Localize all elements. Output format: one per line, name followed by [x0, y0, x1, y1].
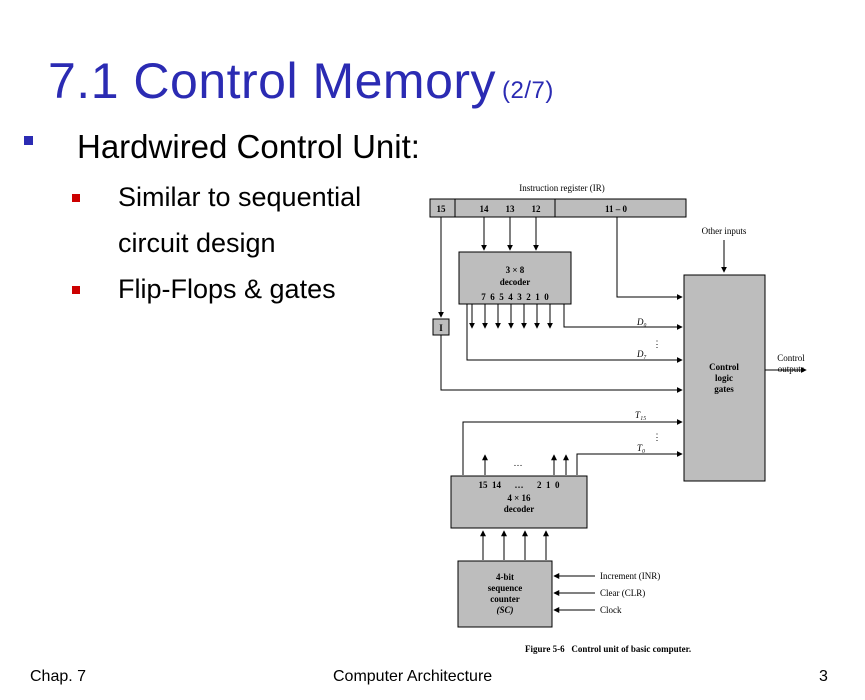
control-outputs-label-1: Control [777, 353, 805, 363]
footer-page-number: 3 [819, 668, 828, 685]
decoder16-ellipsis: … [514, 458, 523, 468]
decoder-3x8 [458, 251, 572, 305]
input-clear: Clear (CLR) [600, 588, 645, 598]
bullet-hardwired: Hardwired Control Unit: [77, 128, 420, 165]
sc-label-2: sequence [488, 583, 523, 593]
sequence-counter [457, 560, 553, 628]
instruction-register [429, 198, 687, 218]
decoder-3x8-outputs: 7 6 5 4 3 2 1 0 [481, 292, 549, 302]
sc-label-3: counter [490, 594, 520, 604]
bullet-marker-l2-1 [72, 194, 80, 202]
slide-title: 7.1 Control Memory(2/7) [48, 52, 554, 110]
footer-chapter: Chap. 7 [30, 668, 87, 685]
decoder-4x16-label-1: 4 × 16 [507, 493, 531, 503]
sc-label-1: 4-bit [496, 572, 514, 582]
bullet-marker-l2-2 [72, 286, 80, 294]
d-ellipsis: ⋮ [653, 339, 662, 349]
ir-field-15: 15 [437, 204, 447, 214]
control-gates-label-3: gates [714, 384, 734, 394]
footer-course: Computer Architecture [333, 668, 493, 685]
ir-field-13: 13 [506, 204, 516, 214]
ir-field-14: 14 [480, 204, 490, 214]
ir-field-11-0: 11 – 0 [605, 204, 628, 214]
sc-label-4: (SC) [496, 605, 513, 615]
decoder-4x16-label-2: decoder [504, 504, 535, 514]
bullet-similar-cont: circuit design [118, 228, 276, 258]
ir-field-12: 12 [532, 204, 542, 214]
t15-label: T₁₅ [635, 410, 646, 420]
other-inputs-label: Other inputs [702, 226, 747, 236]
slide-title-sub: (2/7) [502, 77, 554, 104]
decoder-3x8-label-1: 3 × 8 [506, 265, 525, 275]
slide-title-main: 7.1 Control Memory [48, 53, 497, 109]
bullet-similar: Similar to sequential [118, 182, 362, 212]
figure-caption: Figure 5-6 Control unit of basic compute… [525, 644, 691, 654]
control-outputs-label-2: outputs [778, 364, 805, 374]
input-clock: Clock [600, 605, 622, 615]
bullet-marker-l1 [24, 136, 33, 145]
control-gates-label-1: Control [709, 362, 739, 372]
decoder-3x8-label-2: decoder [500, 277, 531, 287]
bullet-flipflops: Flip-Flops & gates [118, 274, 336, 304]
i-label: I [439, 323, 443, 333]
decoder-4x16 [450, 475, 588, 529]
input-increment: Increment (INR) [600, 571, 660, 581]
control-logic-gates [683, 274, 766, 482]
decoder-4x16-outputs: 15 14 … 2 1 0 [479, 480, 561, 490]
ir-title: Instruction register (IR) [519, 183, 604, 193]
d7-label: D₇ [636, 349, 647, 359]
d0-label: D₀ [636, 317, 647, 327]
t-ellipsis: ⋮ [653, 432, 662, 442]
t0-label: T₀ [637, 443, 645, 453]
control-gates-label-2: logic [715, 373, 733, 383]
